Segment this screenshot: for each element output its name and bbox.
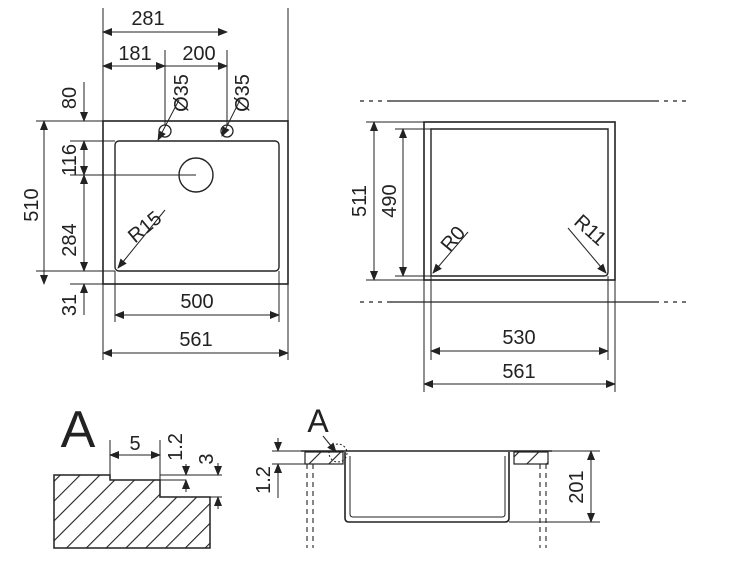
dim-510: 510 [21,188,43,221]
radius-r0: R0 [437,222,470,256]
hole-2-label: Ø35 [232,74,254,112]
dim-530: 530 [502,327,535,349]
dim-284: 284 [59,223,81,256]
cutout-inner [430,128,609,277]
radius-r15: R15 [124,207,166,247]
dim-281: 281 [131,8,164,30]
bowl-profile [344,452,510,523]
dim-31: 31 [59,294,81,316]
dim-511: 511 [349,185,371,217]
sink-outline [102,120,289,285]
dim-116: 116 [59,144,81,176]
hole-1-label: Ø35 [171,74,193,112]
dim-80: 80 [59,87,81,109]
cutout-view: 511 490 R0 R11 530 561 [349,100,688,392]
dim-561-left: 561 [179,329,212,351]
dim-500: 500 [180,291,213,313]
dim-1-2-detail: 1.2 [165,433,187,461]
section-marker-a: A [307,403,329,439]
top-view: 281 181 200 Ø35 Ø35 80 116 510 284 31 R1… [21,8,289,360]
cutout-outline [423,121,616,281]
bowl-outline [114,140,280,272]
radius-r11: R11 [570,211,611,251]
detail-a-title: A [61,401,96,459]
worktop-left [304,451,344,465]
dim-201: 201 [566,470,588,503]
worktop-right [513,451,549,465]
dim-200: 200 [182,43,215,65]
dim-5: 5 [129,433,140,455]
detail-a: A 5 1.2 3 [53,401,222,549]
dim-3: 3 [196,453,218,464]
section-view: A 1.2 201 [253,403,600,548]
dim-181: 181 [118,43,151,65]
worktop-section-hatched [53,474,211,549]
dim-1-2-section: 1.2 [253,466,275,494]
dim-561-right: 561 [502,361,535,383]
dim-490: 490 [379,184,401,217]
